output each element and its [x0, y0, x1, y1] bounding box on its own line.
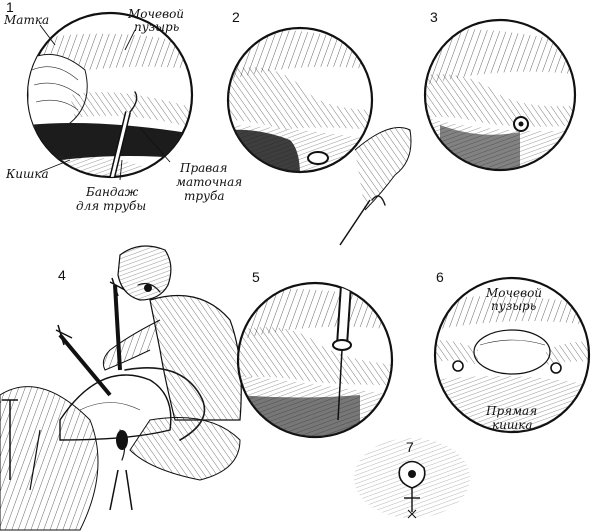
panel-3: 3	[423, 9, 577, 172]
panel-number-3: 3	[430, 9, 438, 25]
label-bladder-6-2: пузырь	[491, 299, 536, 313]
panel-2: 2	[226, 9, 412, 246]
panel-7: 7	[354, 438, 470, 519]
label-rectum-1: Прямая	[485, 404, 537, 418]
panel-5: 5	[236, 269, 394, 439]
panel-number-2: 2	[232, 9, 240, 25]
label-right-tube-2: маточная	[176, 175, 242, 189]
label-tube-band-1: Бандаж	[85, 185, 139, 199]
label-uterus: Матка	[3, 13, 49, 27]
label-bladder-2: пузырь	[134, 20, 179, 34]
label-rectum-2: кишка	[492, 418, 533, 432]
label-right-tube-1: Правая	[179, 161, 227, 175]
panel-number-5: 5	[252, 269, 260, 285]
label-right-tube-3: труба	[184, 189, 225, 203]
label-intestine: Кишка	[5, 167, 49, 181]
label-bladder-6-1: Мочевой	[485, 286, 542, 300]
panel-4: 4	[0, 245, 242, 531]
panel-1: 1 Матка Мочевой пуз	[3, 0, 242, 213]
panel-number-1: 1	[6, 0, 14, 15]
panel-number-4: 4	[58, 267, 66, 283]
panel-number-6: 6	[436, 269, 444, 285]
label-tube-band-2: для трубы	[76, 199, 146, 213]
label-bladder-1: Мочевой	[127, 7, 184, 21]
panel-6: 6 Мочевой пузырь Прямая кишка	[433, 269, 591, 434]
